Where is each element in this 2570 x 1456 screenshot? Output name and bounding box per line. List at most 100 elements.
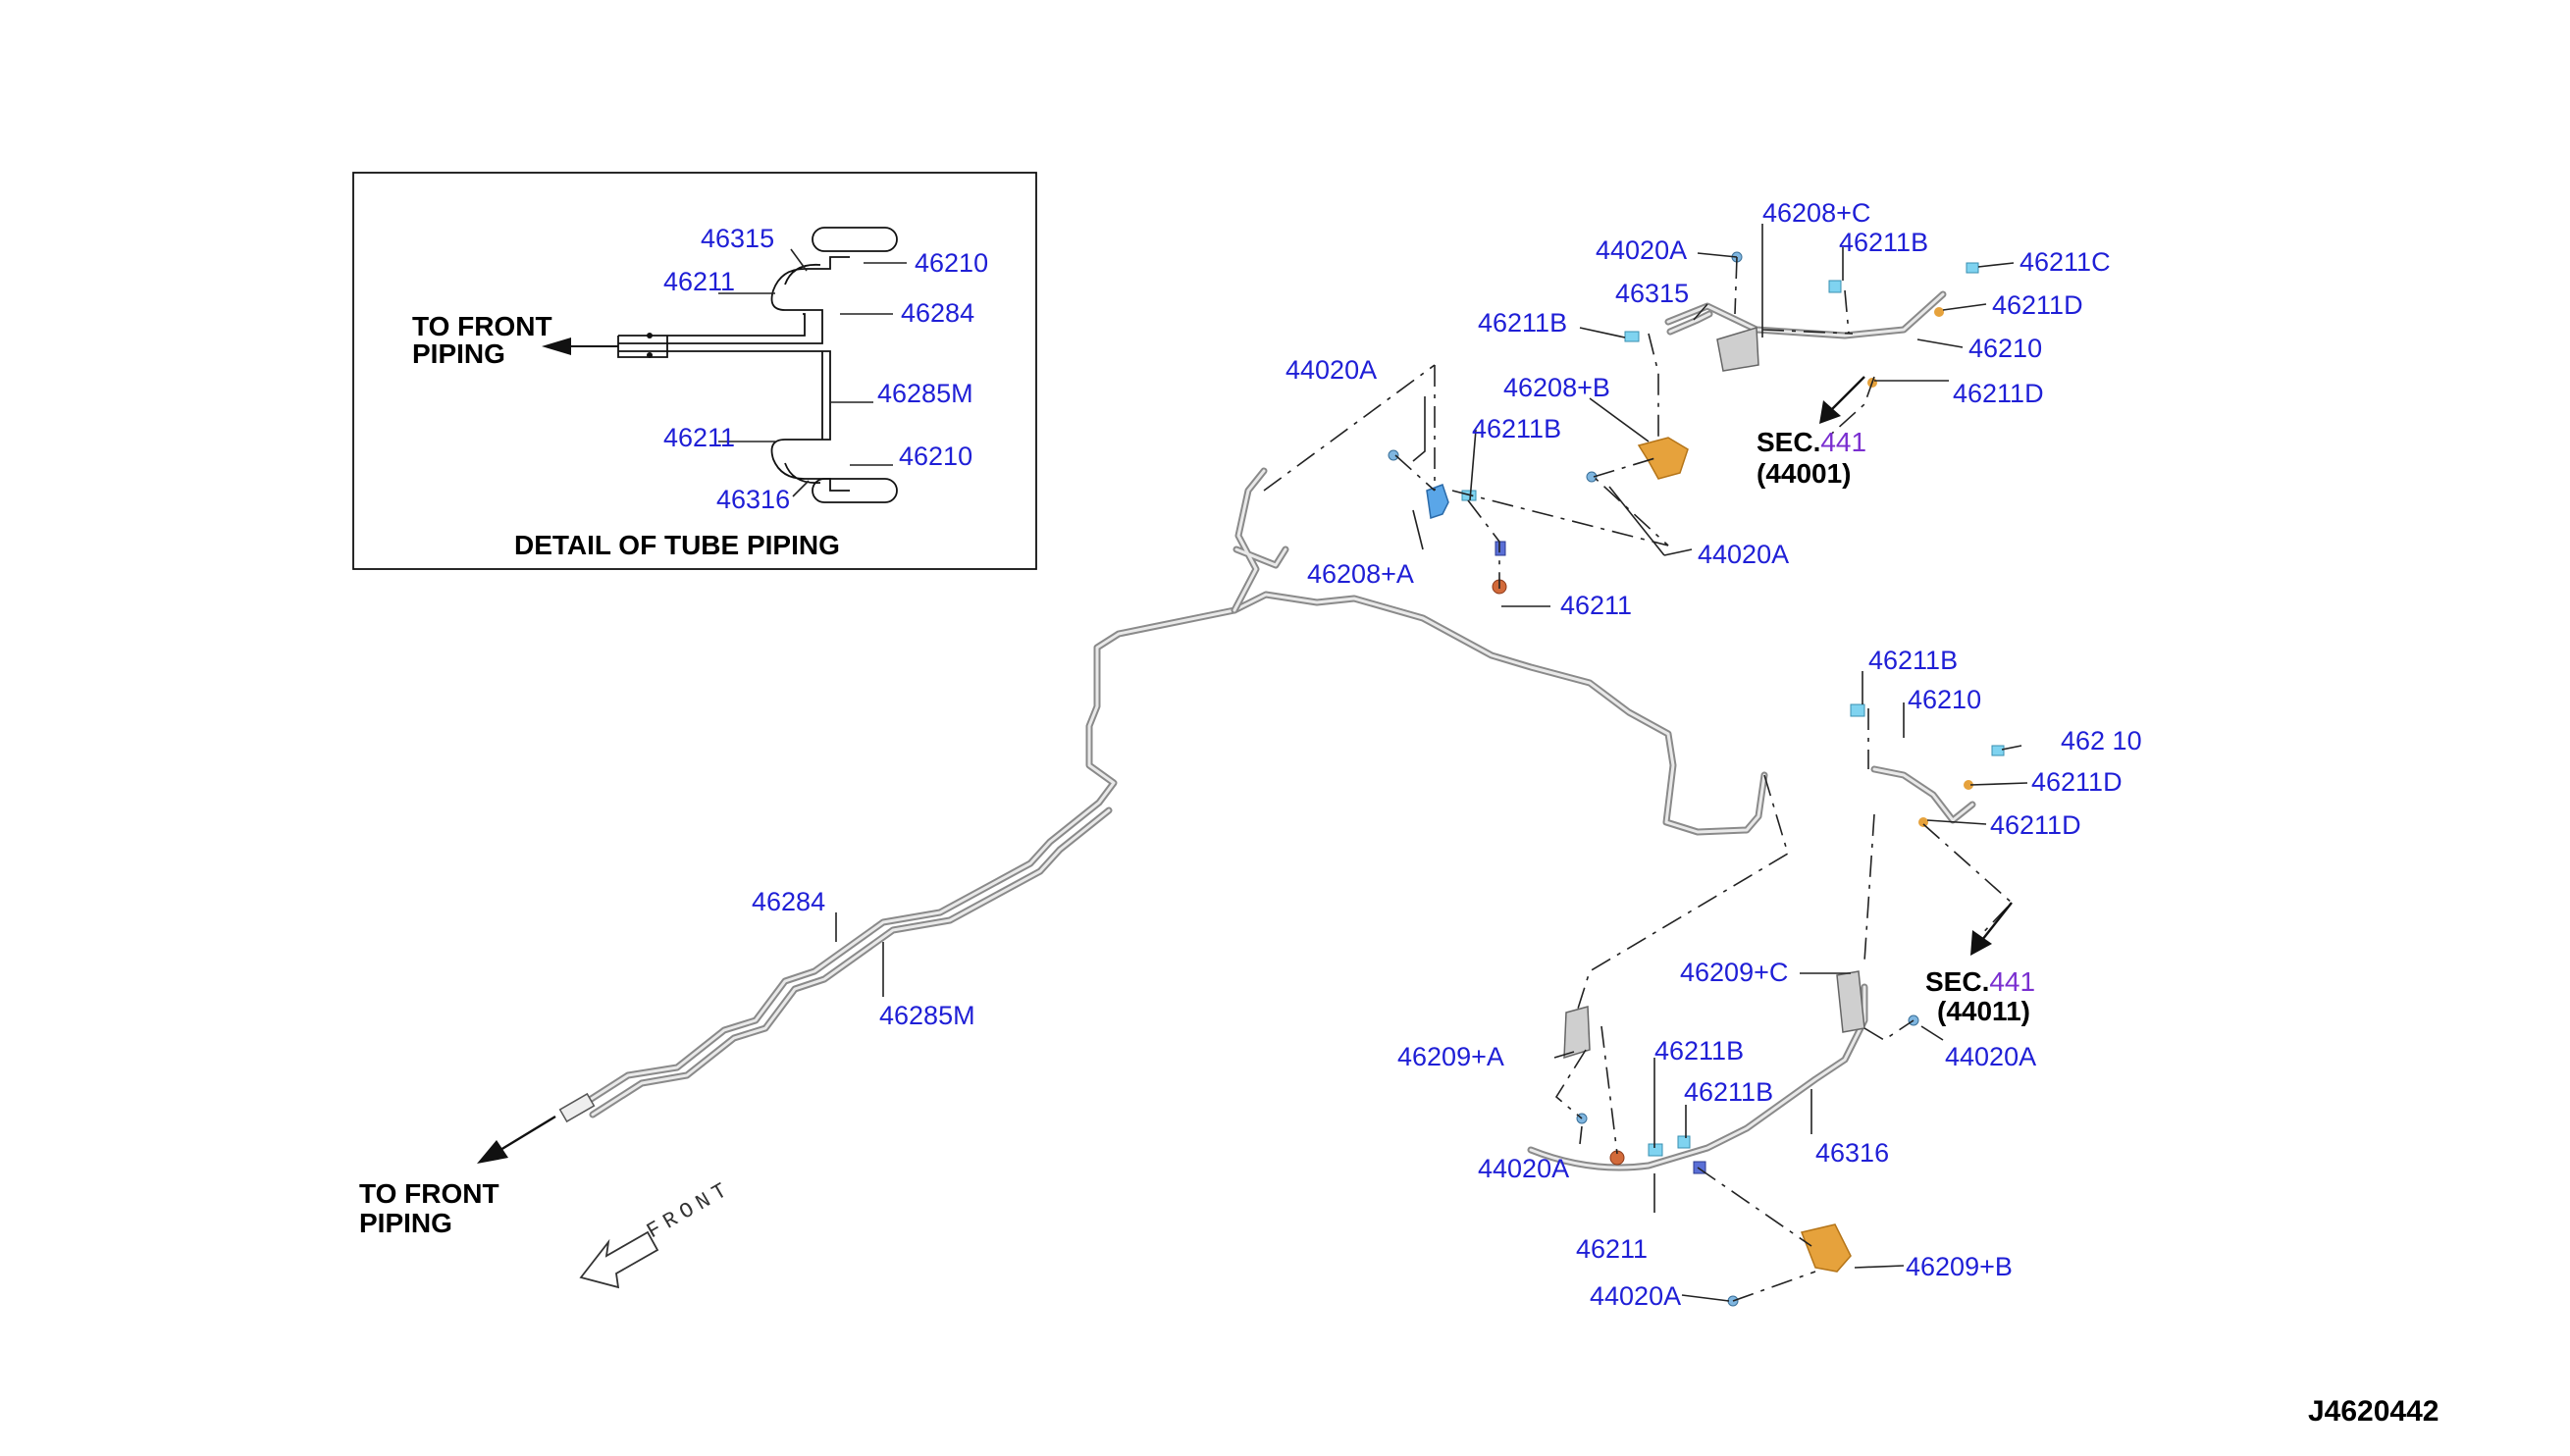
sec-arrow-line-1	[1830, 376, 1865, 411]
bolt-1	[1388, 449, 1399, 461]
tube-46284-inner	[577, 593, 1766, 1109]
detail-tube-end-bottom	[812, 478, 898, 503]
label-46316: 46316	[716, 485, 790, 514]
dashed-lines	[1263, 256, 2014, 1302]
bracket-46208-c	[1716, 327, 1759, 372]
label-46210: 46210	[1908, 685, 1981, 714]
main-brake-tube-route	[477, 290, 1976, 1171]
label-46211d: 46211D	[1953, 379, 2044, 408]
detail-frame	[352, 172, 1037, 570]
label-to-front-line1: TO FRONT	[359, 1178, 499, 1209]
label-46209-b: 46209+B	[1906, 1252, 2013, 1281]
front-label: FRONT	[643, 1175, 737, 1244]
detail-title: DETAIL OF TUBE PIPING	[514, 530, 840, 560]
label-46211b: 46211B	[1654, 1036, 1744, 1066]
bracket-46209-b	[1800, 1223, 1852, 1273]
fitting-orange-3	[1964, 780, 1973, 790]
label-46211d: 46211D	[2031, 767, 2123, 797]
label-46316: 46316	[1815, 1138, 1889, 1168]
detail-tube-end-top	[812, 227, 898, 252]
label-44020a: 44020A	[1285, 355, 1377, 385]
front-arrow-icon	[579, 1230, 659, 1289]
clip-cyan-6	[1991, 745, 2005, 756]
clip-cyan-5	[1850, 703, 1865, 717]
bracket-46209-c	[1836, 970, 1865, 1033]
label-46211b: 46211B	[1839, 228, 1928, 257]
clip-cyan-8	[1677, 1135, 1691, 1149]
diagram-code: J4620442	[2308, 1395, 2439, 1428]
label-46211c: 46211C	[2019, 247, 2111, 277]
clip-cyan-3	[1828, 280, 1842, 293]
label-to-front-line2: PIPING	[412, 338, 505, 369]
sec-arrows	[1819, 376, 2013, 956]
to-front-arrow	[477, 1140, 508, 1164]
label-44020a: 44020A	[1698, 540, 1789, 569]
fitting-orange-1	[1934, 307, 1944, 317]
clip-cyan-4	[1966, 262, 1979, 274]
part-labels: 46284 46285M TO FRONT PIPING 44020A 4620…	[359, 198, 2439, 1428]
label-46210: 46210	[899, 442, 972, 471]
detail-of-tube-piping: 46315 46210 46211 46284 46285M 46211 462…	[352, 172, 1037, 570]
label-46211b: 46211B	[1868, 646, 1958, 675]
tube-rear-left-inner	[1529, 985, 1866, 1170]
label-46211: 46211	[1576, 1234, 1648, 1264]
clip-cyan-2	[1624, 331, 1640, 342]
fitting-orange-4	[1918, 817, 1928, 827]
sec-arrow-line-2	[1981, 902, 2013, 941]
label-46211: 46211	[663, 423, 735, 452]
label-to-front-line1: TO FRONT	[412, 311, 552, 341]
detail-joint-2	[647, 352, 653, 358]
label-46210: 46210	[1968, 334, 2042, 363]
label-46211d: 46211D	[1990, 810, 2081, 840]
detail-joint-1	[647, 333, 653, 338]
to-front-arrow-line	[499, 1115, 556, 1152]
label-46211b: 46211B	[1472, 414, 1561, 443]
front-indicator: FRONT	[579, 1175, 737, 1289]
label-46211b: 46211B	[1684, 1077, 1773, 1107]
front-connector	[558, 1092, 596, 1123]
label-46208-a: 46208+A	[1307, 559, 1414, 589]
detail-tube-upper	[618, 256, 850, 344]
bracket-46208-a	[1426, 484, 1449, 519]
label-to-front-line2: PIPING	[359, 1208, 452, 1238]
tube-rear-right-inner	[1666, 292, 1974, 822]
label-46284: 46284	[752, 887, 825, 916]
label-44020a: 44020A	[1945, 1042, 2036, 1071]
label-44020a: 44020A	[1478, 1154, 1569, 1183]
clip-cyan-7	[1648, 1143, 1663, 1157]
label-46211d: 46211D	[1992, 290, 2083, 320]
label-46285m: 46285M	[877, 379, 973, 408]
label-46209-c: 46209+C	[1680, 958, 1788, 987]
label-46211b: 46211B	[1478, 308, 1567, 338]
brackets-and-clips	[1388, 251, 2005, 1307]
clip-blue-1	[1495, 541, 1506, 556]
label-46211: 46211	[1560, 591, 1632, 620]
label-sec-code-44001: (44001)	[1757, 458, 1852, 489]
bracket-46209-a	[1563, 1006, 1591, 1060]
label-46315: 46315	[1615, 279, 1689, 308]
label-46211c: 462 10	[2061, 726, 2142, 755]
label-sec-code-44011: (44011)	[1937, 996, 2030, 1026]
detail-tube-lower	[618, 350, 850, 492]
bracket-46208-b	[1637, 437, 1689, 480]
label-44020a: 44020A	[1596, 235, 1687, 265]
sec-arrow-head-1	[1819, 400, 1841, 424]
tube-46285m-inner	[591, 469, 1287, 1117]
label-46208-c: 46208+C	[1762, 198, 1870, 228]
detail-to-front-arrow	[542, 338, 571, 355]
label-46315: 46315	[701, 224, 774, 253]
leader-lines	[835, 224, 2028, 1302]
label-46210: 46210	[915, 248, 988, 278]
label-46208-b: 46208+B	[1503, 373, 1610, 402]
label-46284: 46284	[901, 298, 974, 328]
label-46211: 46211	[663, 267, 735, 296]
label-46209-a: 46209+A	[1397, 1042, 1504, 1071]
label-44020a: 44020A	[1590, 1281, 1681, 1311]
detail-tube-outlet	[617, 336, 668, 358]
label-sec-441-44011: SEC.441	[1925, 966, 2035, 997]
bolt-3	[1586, 471, 1598, 483]
label-46285m: 46285M	[879, 1001, 975, 1030]
label-sec-441-44001: SEC.441	[1757, 427, 1866, 457]
sec-arrow-head-2	[1970, 930, 1992, 956]
